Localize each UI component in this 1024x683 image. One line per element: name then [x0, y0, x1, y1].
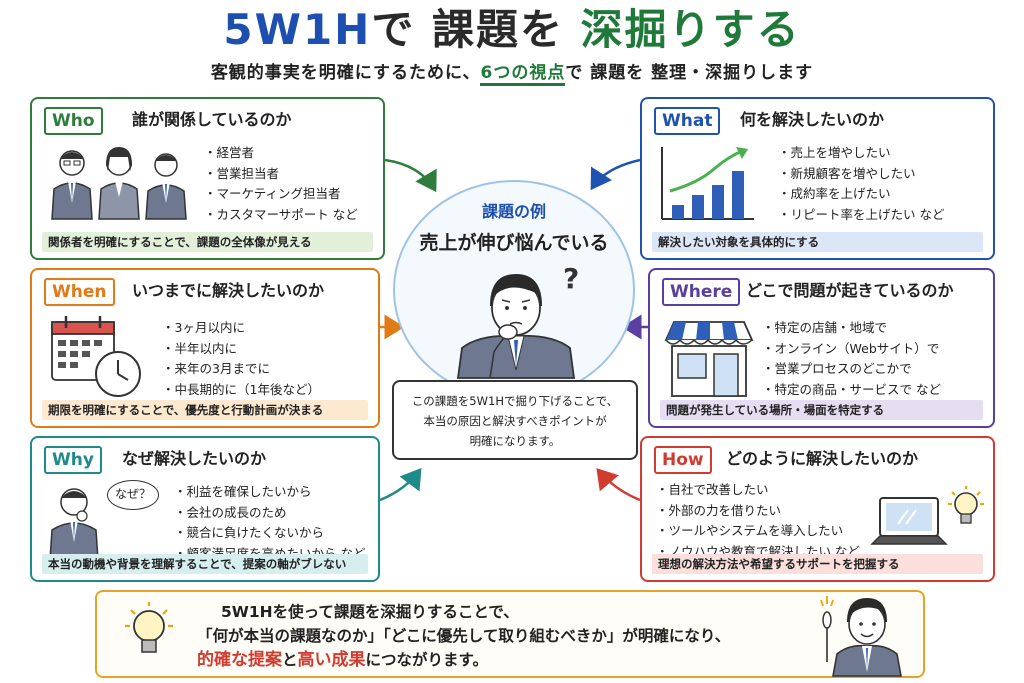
person-1 [51, 150, 93, 220]
person-3 [145, 153, 187, 220]
laptop-icon [870, 497, 948, 545]
why-tag: Why [44, 446, 102, 474]
summary-emph1: 的確な提案 [197, 650, 282, 670]
when-heading: いつまでに解決したいのか [132, 281, 325, 300]
center-note-line2: 本当の原因と解決すべきポイントが [423, 414, 607, 428]
what-card: What 何を解決したいのか 売上を増やしたい 新規顧客を増やしたい 成約率を上… [640, 97, 995, 260]
list-item: 3ヶ月以内に [162, 318, 320, 339]
why-card: Why なぜ解決したいのか なぜ？ 利益を確保したいから 会社の成長のため 競合… [30, 436, 380, 582]
summary-line3: 的確な提案と高い成果につながります。 [197, 648, 817, 672]
list-item: 売上を増やしたい [778, 143, 945, 164]
what-heading: 何を解決したいのか [740, 110, 885, 129]
people-icon [51, 147, 187, 220]
pointing-person-icon [820, 596, 902, 677]
arrow-how [596, 468, 641, 502]
subtitle-before: 客観的事実を明確にするために、 [210, 63, 481, 83]
question-mark: ? [563, 262, 580, 295]
growth-chart-icon [661, 147, 754, 220]
page-subtitle: 客観的事実を明確にするために、6つの視点で 課題を 整理・深掘りします [0, 60, 1024, 86]
list-item: 営業担当者 [204, 164, 358, 185]
title-5w1h: 5W1H [223, 5, 372, 54]
where-heading: どこで問題が起きているのか [746, 281, 954, 300]
person-2 [98, 147, 140, 220]
list-item: マーケティング担当者 [204, 184, 358, 205]
when-note: 期限を明確にすることで、優先度と行動計画が決まる [42, 400, 368, 420]
where-card: Where どこで問題が起きているのか 特定の店舗・地域で オンライン（Webサ… [648, 268, 995, 428]
lightbulb-icon [125, 602, 173, 653]
center-title: 売上が伸び悩んでいる [419, 232, 609, 254]
how-tag: How [654, 446, 712, 474]
who-heading: 誰が関係しているのか [132, 110, 292, 129]
list-item: 来年の3月までに [162, 359, 320, 380]
lightbulb-icon [948, 486, 984, 524]
list-item: 新規顧客を増やしたい [778, 164, 945, 185]
where-tag: Where [662, 278, 741, 306]
center-label: 課題の例 [481, 202, 546, 221]
summary-line2: 「何が本当の課題なのか」「どこに優先して取り組むべきか」が明確になり、 [197, 627, 731, 645]
center-note-line3: 明確になります。 [469, 434, 561, 448]
summary-line1: 5W1Hを使って課題を深掘りすることで、 [221, 603, 519, 621]
how-note: 理想の解決方法や希望するサポートを把握する [652, 554, 983, 574]
list-item: 特定の商品・サービスで など [762, 380, 941, 401]
calendar-clock-icon [51, 316, 141, 397]
list-item: 成約率を上げたい [778, 184, 945, 205]
subtitle-highlight: 6つの視点 [480, 63, 566, 86]
list-item: リピート率を上げたい など [778, 205, 945, 226]
summary-text: 5W1Hを使って課題を深掘りすることで、 「何が本当の課題なのか」「どこに優先し… [197, 600, 817, 672]
arrow-who [384, 158, 437, 193]
title-end: 深掘りする [580, 5, 801, 54]
how-heading: どのように解決したいのか [726, 449, 919, 468]
list-item: 中長期的に（1年後など） [162, 380, 320, 401]
why-bubble: なぜ？ [107, 480, 159, 510]
why-heading: なぜ解決したいのか [122, 449, 267, 468]
why-list: 利益を確保したいから 会社の成長のため 競合に負けたくないから 顧客満足度を高め… [174, 482, 366, 564]
list-item: 特定の店舗・地域で [762, 318, 941, 339]
summary-emph2: 高い成果 [297, 650, 366, 670]
how-card: How どのように解決したいのか 自社で改善したい 外部の力を借りたい ツールや… [640, 436, 995, 582]
how-list: 自社で改善したい 外部の力を借りたい ツールやシステムを導入したい ノウハウや教… [656, 480, 860, 562]
summary-mid: と [282, 651, 298, 669]
arrow-why [379, 468, 422, 502]
list-item: 半年以内に [162, 339, 320, 360]
when-card: When いつまでに解決したいのか 3ヶ月以内に 半年以内に 来年の3月までに … [30, 268, 380, 428]
list-item: 外部の力を借りたい [656, 501, 860, 522]
center-note-line1: この課題を5W1Hで掘り下げることで、 [411, 394, 619, 408]
list-item: 経営者 [204, 143, 358, 164]
page-title: 5W1Hで 課題を 深掘りする [0, 4, 1024, 56]
when-list: 3ヶ月以内に 半年以内に 来年の3月までに 中長期的に（1年後など） [162, 318, 320, 400]
summary-card: 5W1Hを使って課題を深掘りすることで、 「何が本当の課題なのか」「どこに優先し… [95, 590, 925, 678]
who-tag: Who [44, 107, 103, 135]
who-note: 関係者を明確にすることで、課題の全体像が見える [42, 232, 373, 252]
who-card: Who 誰が関係しているのか 経営者 営業担当者 マーケティング担当者 カスタマ… [30, 97, 385, 260]
center-note: この課題を5W1Hで掘り下げることで、 本当の原因と解決すべきポイントが 明確に… [392, 380, 638, 460]
what-list: 売上を増やしたい 新規顧客を増やしたい 成約率を上げたい リピート率を上げたい … [778, 143, 945, 225]
thinking-person-icon [49, 488, 99, 561]
where-list: 特定の店舗・地域で オンライン（Webサイト）で 営業プロセスのどこかで 特定の… [762, 318, 941, 400]
list-item: 会社の成長のため [174, 503, 366, 524]
who-list: 経営者 営業担当者 マーケティング担当者 カスタマーサポート など [204, 143, 358, 225]
title-middle: で 課題を [371, 5, 581, 54]
list-item: 営業プロセスのどこかで [762, 359, 941, 380]
list-item: カスタマーサポート など [204, 205, 358, 226]
why-bubble-text: なぜ？ [114, 487, 151, 501]
list-item: 競合に負けたくないから [174, 523, 366, 544]
store-icon [664, 321, 754, 397]
arrow-what [590, 158, 641, 191]
list-item: 利益を確保したいから [174, 482, 366, 503]
list-item: 自社で改善したい [656, 480, 860, 501]
when-tag: When [44, 278, 115, 306]
why-note: 本当の動機や背景を理解することで、提案の軸がブレない [42, 554, 368, 574]
what-tag: What [654, 107, 721, 135]
list-item: ツールやシステムを導入したい [656, 521, 860, 542]
where-note: 問題が発生している場所・場面を特定する [660, 400, 983, 420]
summary-end: につながります。 [365, 651, 488, 669]
worried-person-icon [456, 274, 576, 379]
what-note: 解決したい対象を具体的にする [652, 232, 983, 252]
list-item: オンライン（Webサイト）で [762, 339, 941, 360]
subtitle-after: で 課題を 整理・深掘りします [565, 63, 814, 83]
